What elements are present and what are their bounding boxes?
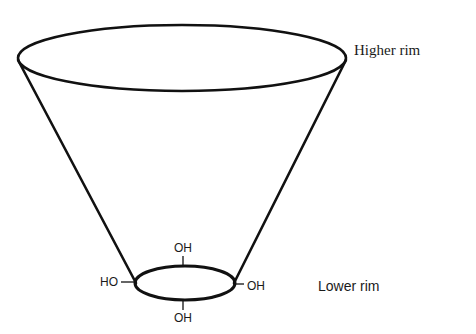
rim-label: Lower rim bbox=[318, 279, 379, 293]
cone-side bbox=[234, 60, 346, 283]
bond-line bbox=[182, 256, 183, 266]
bond-line bbox=[235, 283, 244, 284]
hydroxyl-label: OH bbox=[174, 242, 192, 254]
hydroxyl-label: OH bbox=[174, 312, 192, 324]
lower-rim-ellipse bbox=[135, 266, 235, 300]
bond-line bbox=[121, 281, 135, 282]
hydroxyl-label: HO bbox=[100, 276, 118, 288]
cone-side bbox=[18, 60, 136, 283]
hydroxyl-label: OH bbox=[247, 280, 265, 292]
bond-line bbox=[182, 300, 183, 310]
upper-rim-ellipse bbox=[18, 25, 346, 91]
rim-label: Higher rim bbox=[354, 43, 420, 58]
